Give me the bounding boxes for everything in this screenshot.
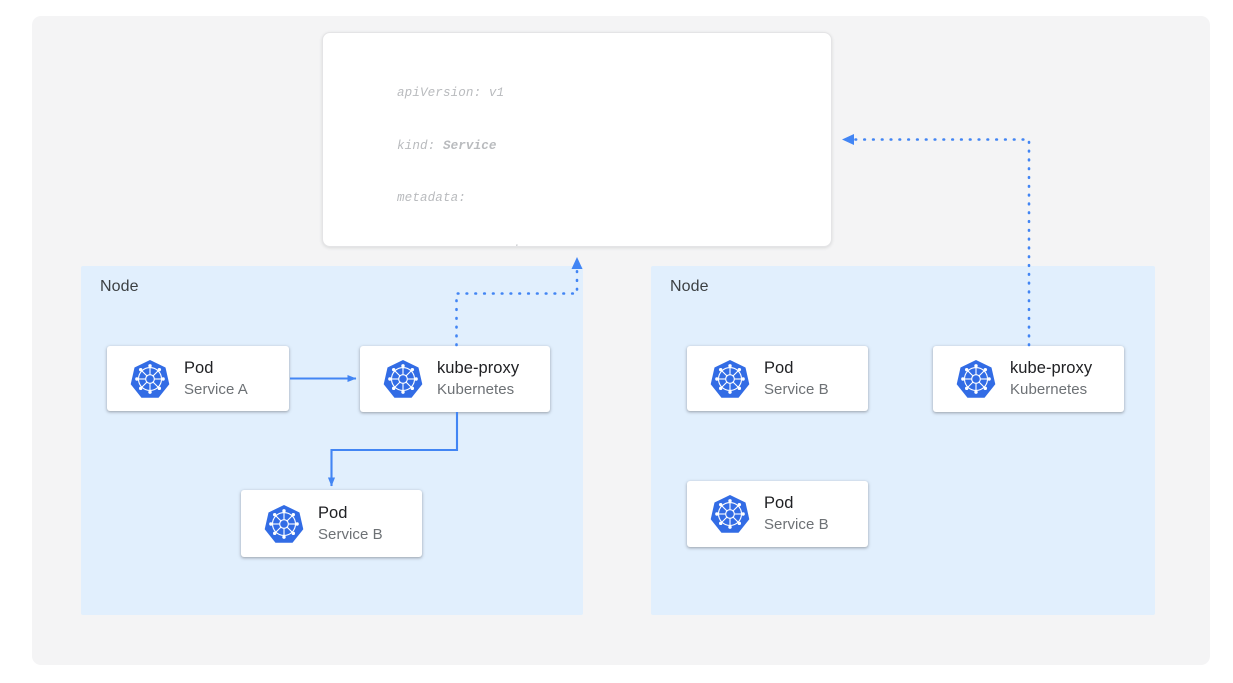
card-title: Pod [764,358,794,377]
kubernetes-icon [263,503,305,545]
kubernetes-icon [709,358,751,400]
card-subtitle: Kubernetes [1010,381,1088,398]
card-subtitle: Service B [318,525,383,543]
kubernetes-icon [955,358,997,400]
node-label: Node [100,278,139,295]
card-title: Pod [318,503,348,522]
yaml-bold-service: Service [442,138,497,153]
yaml-line: metadata: [397,191,466,206]
yaml-line: name: my-service [397,243,711,246]
card-title: Pod [184,358,214,377]
card-title: kube-proxy [437,359,520,377]
node-panel-right: Node [651,266,1155,615]
card-pod-service-b-right-top[interactable]: Pod Service B [687,346,868,411]
yaml-line: kind: Service [397,138,497,153]
card-pod-service-b-left[interactable]: Pod Service B [241,490,422,557]
kubernetes-icon [382,358,424,400]
card-title: Pod [764,494,794,512]
card-subtitle: Service B [764,516,829,533]
card-title: kube-proxy [1010,359,1093,377]
diagram-canvas: apiVersion: v1 kind: Service metadata: n… [32,16,1210,665]
node-label: Node [670,278,709,295]
card-subtitle: Kubernetes [437,381,515,398]
card-pod-service-b-right-bottom[interactable]: Pod Service B [687,481,868,547]
yaml-line: apiVersion: v1 [397,86,505,101]
card-subtitle: Service A [184,380,248,398]
service-yaml-text: apiVersion: v1 kind: Service metadata: n… [397,50,711,246]
card-subtitle: Service B [764,380,829,398]
service-yaml-card: apiVersion: v1 kind: Service metadata: n… [322,32,832,247]
node-panel-left: Node [81,266,583,615]
kubernetes-icon [129,358,171,400]
kubernetes-icon [709,493,751,535]
card-kube-proxy-left[interactable]: kube-proxy Kubernetes [360,346,550,412]
card-pod-service-a[interactable]: Pod Service A [107,346,289,411]
card-kube-proxy-right[interactable]: kube-proxy Kubernetes [933,346,1124,412]
